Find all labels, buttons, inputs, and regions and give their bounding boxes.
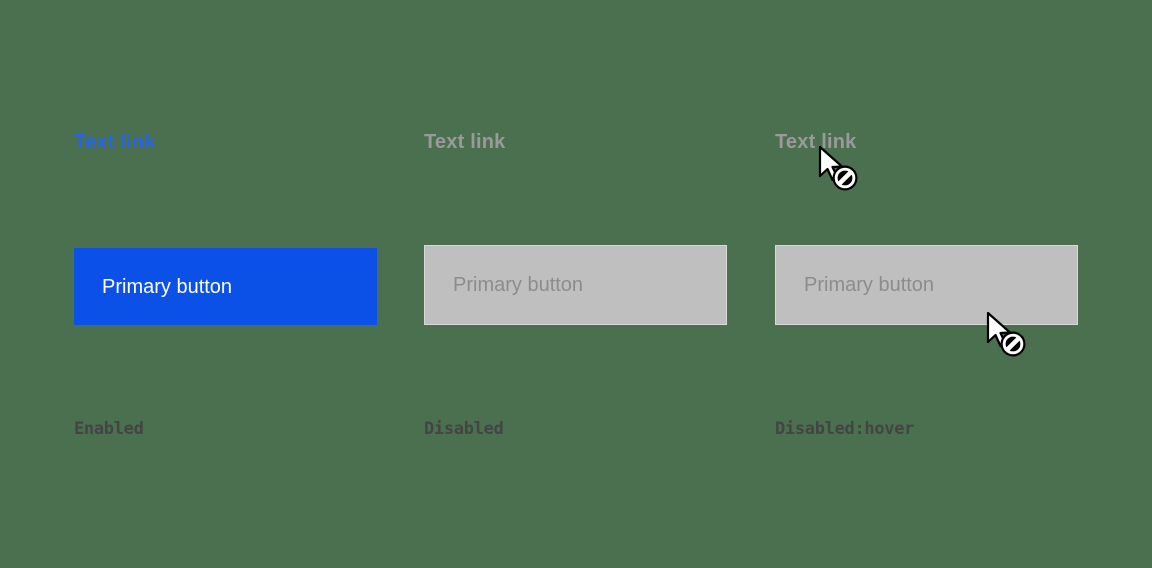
primary-button-enabled[interactable]: Primary button [74,248,377,325]
primary-button-disabled: Primary button [424,245,727,325]
primary-button-disabled-hover: Primary button [775,245,1078,325]
text-link-enabled[interactable]: Text link [74,131,156,153]
state-column-enabled: Text link Primary button Enabled [74,0,426,568]
caption-disabled-hover: Disabled:hover [775,419,915,439]
state-column-disabled: Text link Primary button Disabled [424,0,776,568]
caption-disabled: Disabled [424,419,504,439]
text-link-disabled: Text link [424,131,506,153]
text-link-disabled-hover: Text link [775,131,857,153]
caption-enabled: Enabled [74,419,144,439]
state-column-disabled-hover: Text link Primary button Disabled:hover [775,0,1127,568]
